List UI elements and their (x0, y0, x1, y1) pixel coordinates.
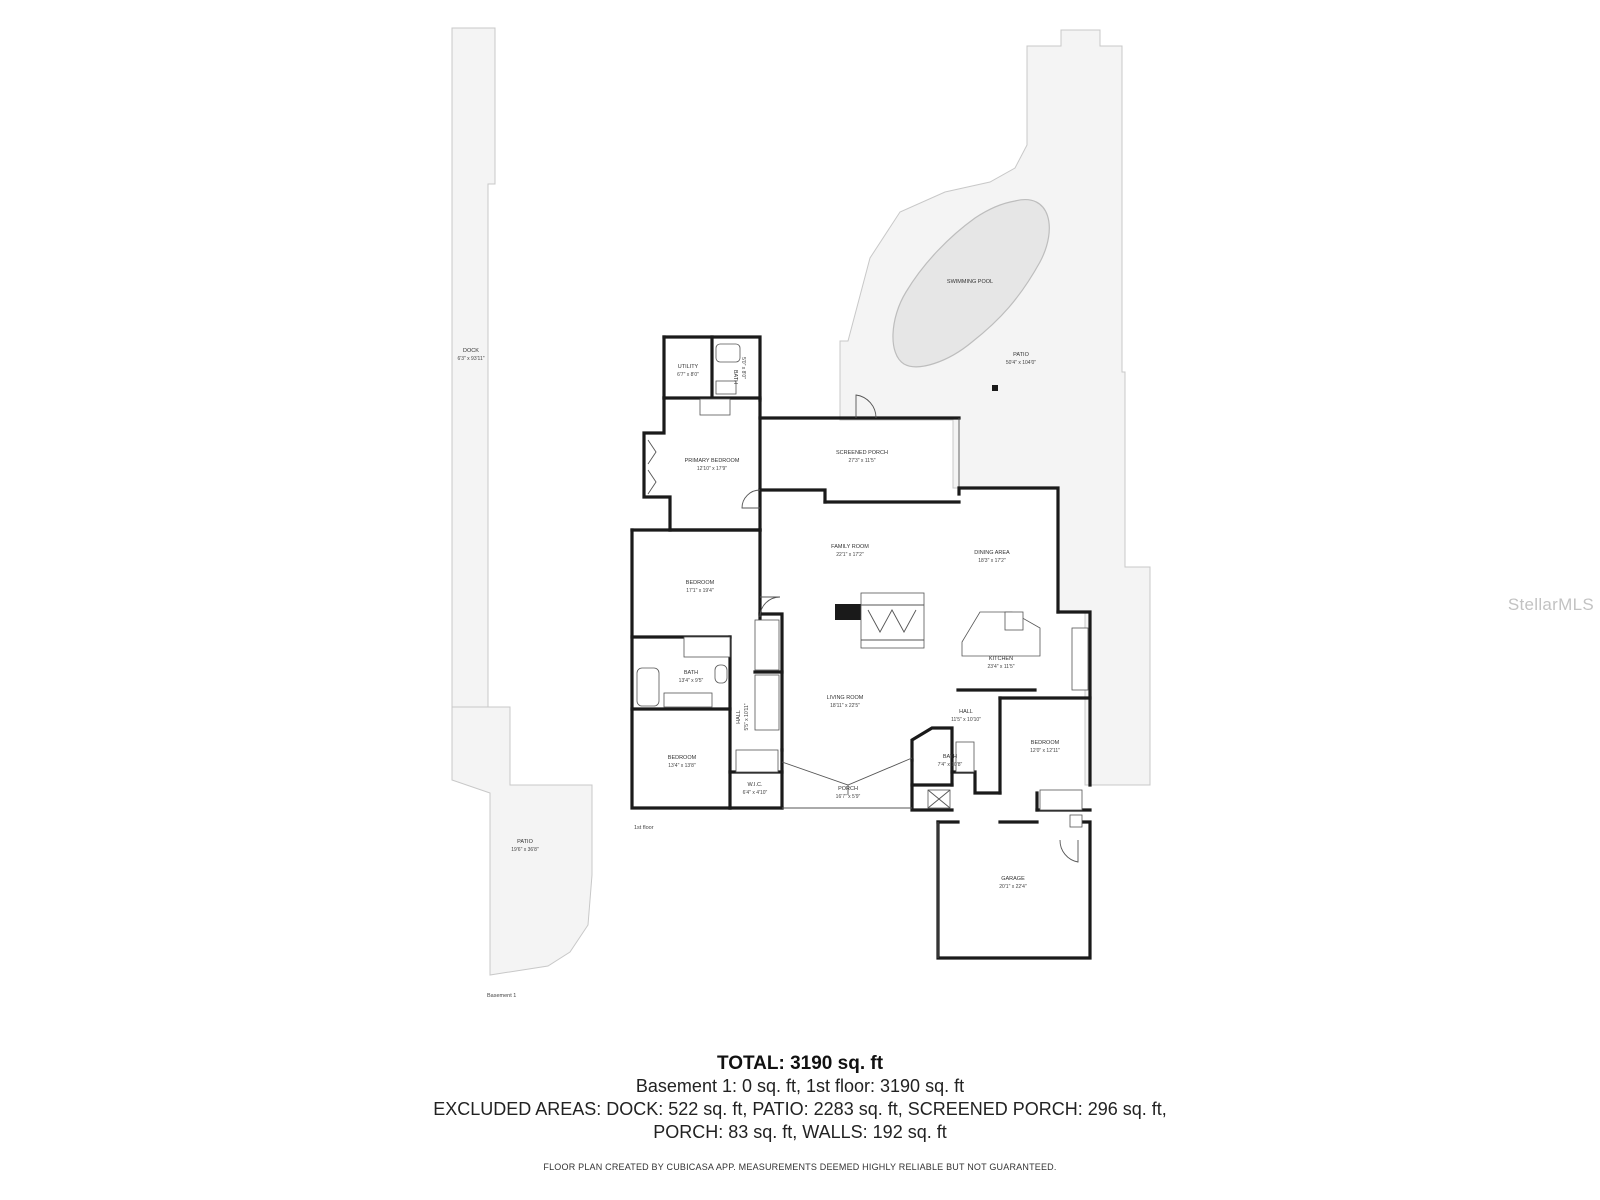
small-bath-tub (715, 343, 741, 363)
fireplace-hearth (835, 604, 861, 620)
small-bath-vanity (715, 380, 737, 395)
bedroom-3-closet (1039, 789, 1083, 811)
bath-mid-label: BATH (684, 670, 698, 676)
bedroom-1-label: BEDROOM (686, 580, 715, 586)
main-patio-area (839, 29, 1151, 786)
living-room-dim: 18'11" x 22'5" (830, 703, 860, 709)
dock-area (451, 27, 496, 708)
living-room-label: LIVING ROOM (827, 695, 864, 701)
dining-area-dim: 18'3" x 17'2" (978, 558, 1006, 564)
dining-area-label: DINING AREA (974, 550, 1010, 556)
watermark: StellarMLS (1507, 595, 1594, 614)
primary-bedroom-dim: 12'10" x 17'9" (697, 466, 727, 472)
porch-dim: 16'7" x 5'9" (836, 794, 861, 800)
disclaimer: FLOOR PLAN CREATED BY CUBICASA APP. MEAS… (543, 1162, 1057, 1172)
porch-label: PORCH (838, 786, 858, 792)
kitchen-label: KITCHEN (989, 656, 1013, 662)
swimming-pool-label: SWIMMING POOL (947, 279, 993, 285)
patio-left-dim: 19'6" x 36'8" (511, 847, 539, 853)
left-patio-area (451, 706, 593, 976)
room-labels: DOCK 6'3" x 93'11" PATIO 19'6" x 36'8" S… (457, 279, 1060, 999)
first-floor-label: 1st floor (634, 825, 654, 831)
mid-bath-toilet (714, 664, 728, 684)
hall-closet-1 (754, 619, 780, 671)
patio-left-label: PATIO (517, 839, 533, 845)
dock-label: DOCK (463, 348, 479, 354)
screened-porch-label: SCREENED PORCH (836, 450, 888, 456)
bedroom-2-closet (735, 749, 779, 773)
bedroom-3-label: BEDROOM (1031, 740, 1060, 746)
area-summary: TOTAL: 3190 sq. ft Basement 1: 0 sq. ft,… (0, 1052, 1600, 1144)
kitchen-dim: 23'4" x 11'5" (987, 664, 1014, 670)
excluded-areas-line-2: PORCH: 83 sq. ft, WALLS: 192 sq. ft (653, 1122, 947, 1142)
bedroom-2-dim: 13'4" x 13'8" (668, 763, 696, 769)
mid-bath-tub (636, 667, 660, 707)
patio-post (992, 385, 998, 391)
patio-main-label: PATIO (1013, 352, 1029, 358)
screened-porch-dim: 27'3" x 11'5" (848, 458, 875, 464)
hall-left-dim: 5'5" x 10'11" (744, 703, 750, 730)
hall-closet-2 (754, 674, 780, 731)
fireplace-surround (860, 592, 925, 649)
family-room-dim: 22'1" x 17'2" (836, 552, 864, 558)
hall-left-label: HALL (736, 710, 742, 724)
fixtures (636, 343, 1089, 863)
mid-bath-vanity (663, 692, 713, 708)
garage-dim: 20'1" x 22'4" (999, 884, 1027, 890)
primary-bedroom-label: PRIMARY BEDROOM (685, 458, 740, 464)
wic-label: W.I.C. (748, 782, 763, 788)
total-area: TOTAL: 3190 sq. ft (716, 1053, 884, 1074)
utility-label: UTILITY (678, 364, 699, 370)
kitchen-island (961, 611, 1041, 657)
bedroom-1-closet (683, 636, 731, 658)
bath-hall-dim: 7'4" x 10'8" (938, 762, 963, 768)
excluded-areas-line-1: EXCLUDED AREAS: DOCK: 522 sq. ft, PATIO:… (433, 1099, 1167, 1119)
wic-dim: 6'4" x 4'10" (743, 790, 768, 796)
hall-bath-tub (955, 741, 975, 773)
exterior-areas (451, 27, 1151, 976)
bath-hall-label: BATH (943, 754, 957, 760)
utility-washer (699, 398, 731, 416)
bedroom-2-label: BEDROOM (668, 755, 697, 761)
small-bath-dim: 5'0" x 8'0" (740, 357, 746, 379)
hall-right-dim: 11'5" x 10'10" (951, 717, 981, 723)
kitchen-counter (1071, 627, 1089, 691)
screened-porch-outline (758, 394, 961, 504)
bath-mid-dim: 13'4" x 9'5" (679, 678, 704, 684)
floor-breakdown: Basement 1: 0 sq. ft, 1st floor: 3190 sq… (635, 1076, 965, 1096)
patio-main-dim: 50'4" x 104'0" (1006, 360, 1036, 366)
bedroom-3-dim: 12'0" x 12'11" (1030, 748, 1060, 754)
bedroom-1-dim: 17'1" x 19'4" (686, 588, 714, 594)
family-room-label: FAMILY ROOM (831, 544, 869, 550)
dock-dim: 6'3" x 93'11" (457, 356, 484, 362)
hall-right-label: HALL (959, 709, 973, 715)
utility-dim: 6'7" x 8'0" (677, 372, 699, 378)
small-bath-label: BATH (732, 370, 738, 384)
garage-label: GARAGE (1001, 876, 1025, 882)
swimming-pool (892, 199, 1050, 368)
basement-label: Basement 1 (487, 993, 516, 999)
